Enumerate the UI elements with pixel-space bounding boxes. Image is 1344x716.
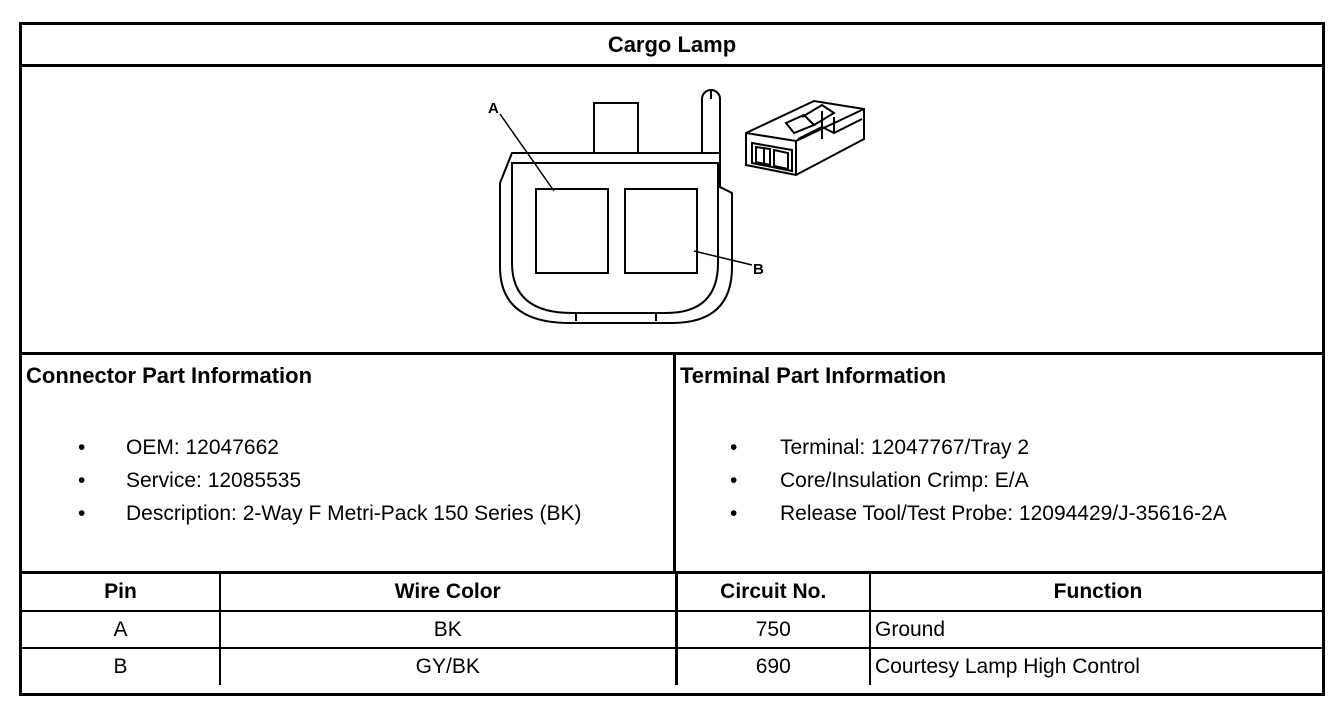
function-cell: Courtesy Lamp High Control	[869, 647, 1325, 685]
leader-line-b	[693, 250, 753, 266]
pin-cell: A	[22, 610, 221, 649]
terminal-info-list: •Terminal: 12047767/Tray 2 •Core/Insulat…	[676, 431, 1227, 530]
pin-table: Pin Wire Color Circuit No. Function A BK…	[22, 574, 1325, 685]
cavity-b	[624, 188, 698, 274]
list-item: •Terminal: 12047767/Tray 2	[676, 431, 1227, 464]
connector-face-diagram: A B	[488, 89, 865, 324]
connector-document: Cargo Lamp	[19, 22, 1325, 696]
table-header-row: Pin Wire Color Circuit No. Function	[22, 574, 1325, 612]
part-information-row: Connector Part Information •OEM: 1204766…	[22, 355, 1322, 574]
list-item: •Release Tool/Test Probe: 12094429/J-356…	[676, 497, 1227, 530]
column-header-wire-color: Wire Color	[219, 574, 677, 612]
connector-3d-view	[745, 99, 865, 177]
circuit-no-cell: 690	[674, 647, 871, 685]
table-row: B GY/BK 690 Courtesy Lamp High Control	[22, 647, 1325, 685]
connector-inner-body	[511, 162, 719, 314]
bullet-icon: •	[78, 436, 86, 459]
table-row: A BK 750 Ground	[22, 610, 1325, 649]
column-header-pin: Pin	[22, 574, 221, 612]
connector-top-tab	[593, 102, 639, 154]
bullet-icon: •	[730, 502, 738, 525]
connector-info-heading: Connector Part Information	[26, 363, 313, 388]
bullet-icon: •	[78, 502, 86, 525]
cavity-a	[535, 188, 609, 274]
leader-line-a	[499, 113, 555, 192]
connector-diagram-panel: A B	[22, 67, 1322, 355]
wire-color-cell: GY/BK	[219, 647, 677, 685]
list-item: •Service: 12085535	[22, 464, 582, 497]
function-cell: Ground	[869, 610, 1325, 649]
bullet-icon: •	[78, 469, 86, 492]
terminal-part-information: Terminal Part Information •Terminal: 120…	[676, 355, 1325, 571]
page-title: Cargo Lamp	[22, 25, 1322, 67]
list-item: •OEM: 12047662	[22, 431, 582, 464]
circuit-no-cell: 750	[674, 610, 871, 649]
connector-part-information: Connector Part Information •OEM: 1204766…	[22, 355, 676, 571]
column-header-function: Function	[869, 574, 1325, 612]
column-header-circuit-no: Circuit No.	[674, 574, 871, 612]
wire-color-cell: BK	[219, 610, 677, 649]
terminal-info-heading: Terminal Part Information	[680, 363, 947, 388]
list-item: •Core/Insulation Crimp: E/A	[676, 464, 1227, 497]
bullet-icon: •	[730, 469, 738, 492]
pin-label-a: A	[488, 100, 499, 117]
list-item: •Description: 2-Way F Metri-Pack 150 Ser…	[22, 497, 582, 530]
bullet-icon: •	[730, 436, 738, 459]
pin-label-b: B	[753, 261, 764, 278]
connector-info-list: •OEM: 12047662 •Service: 12085535 •Descr…	[22, 431, 582, 530]
pin-cell: B	[22, 647, 221, 685]
